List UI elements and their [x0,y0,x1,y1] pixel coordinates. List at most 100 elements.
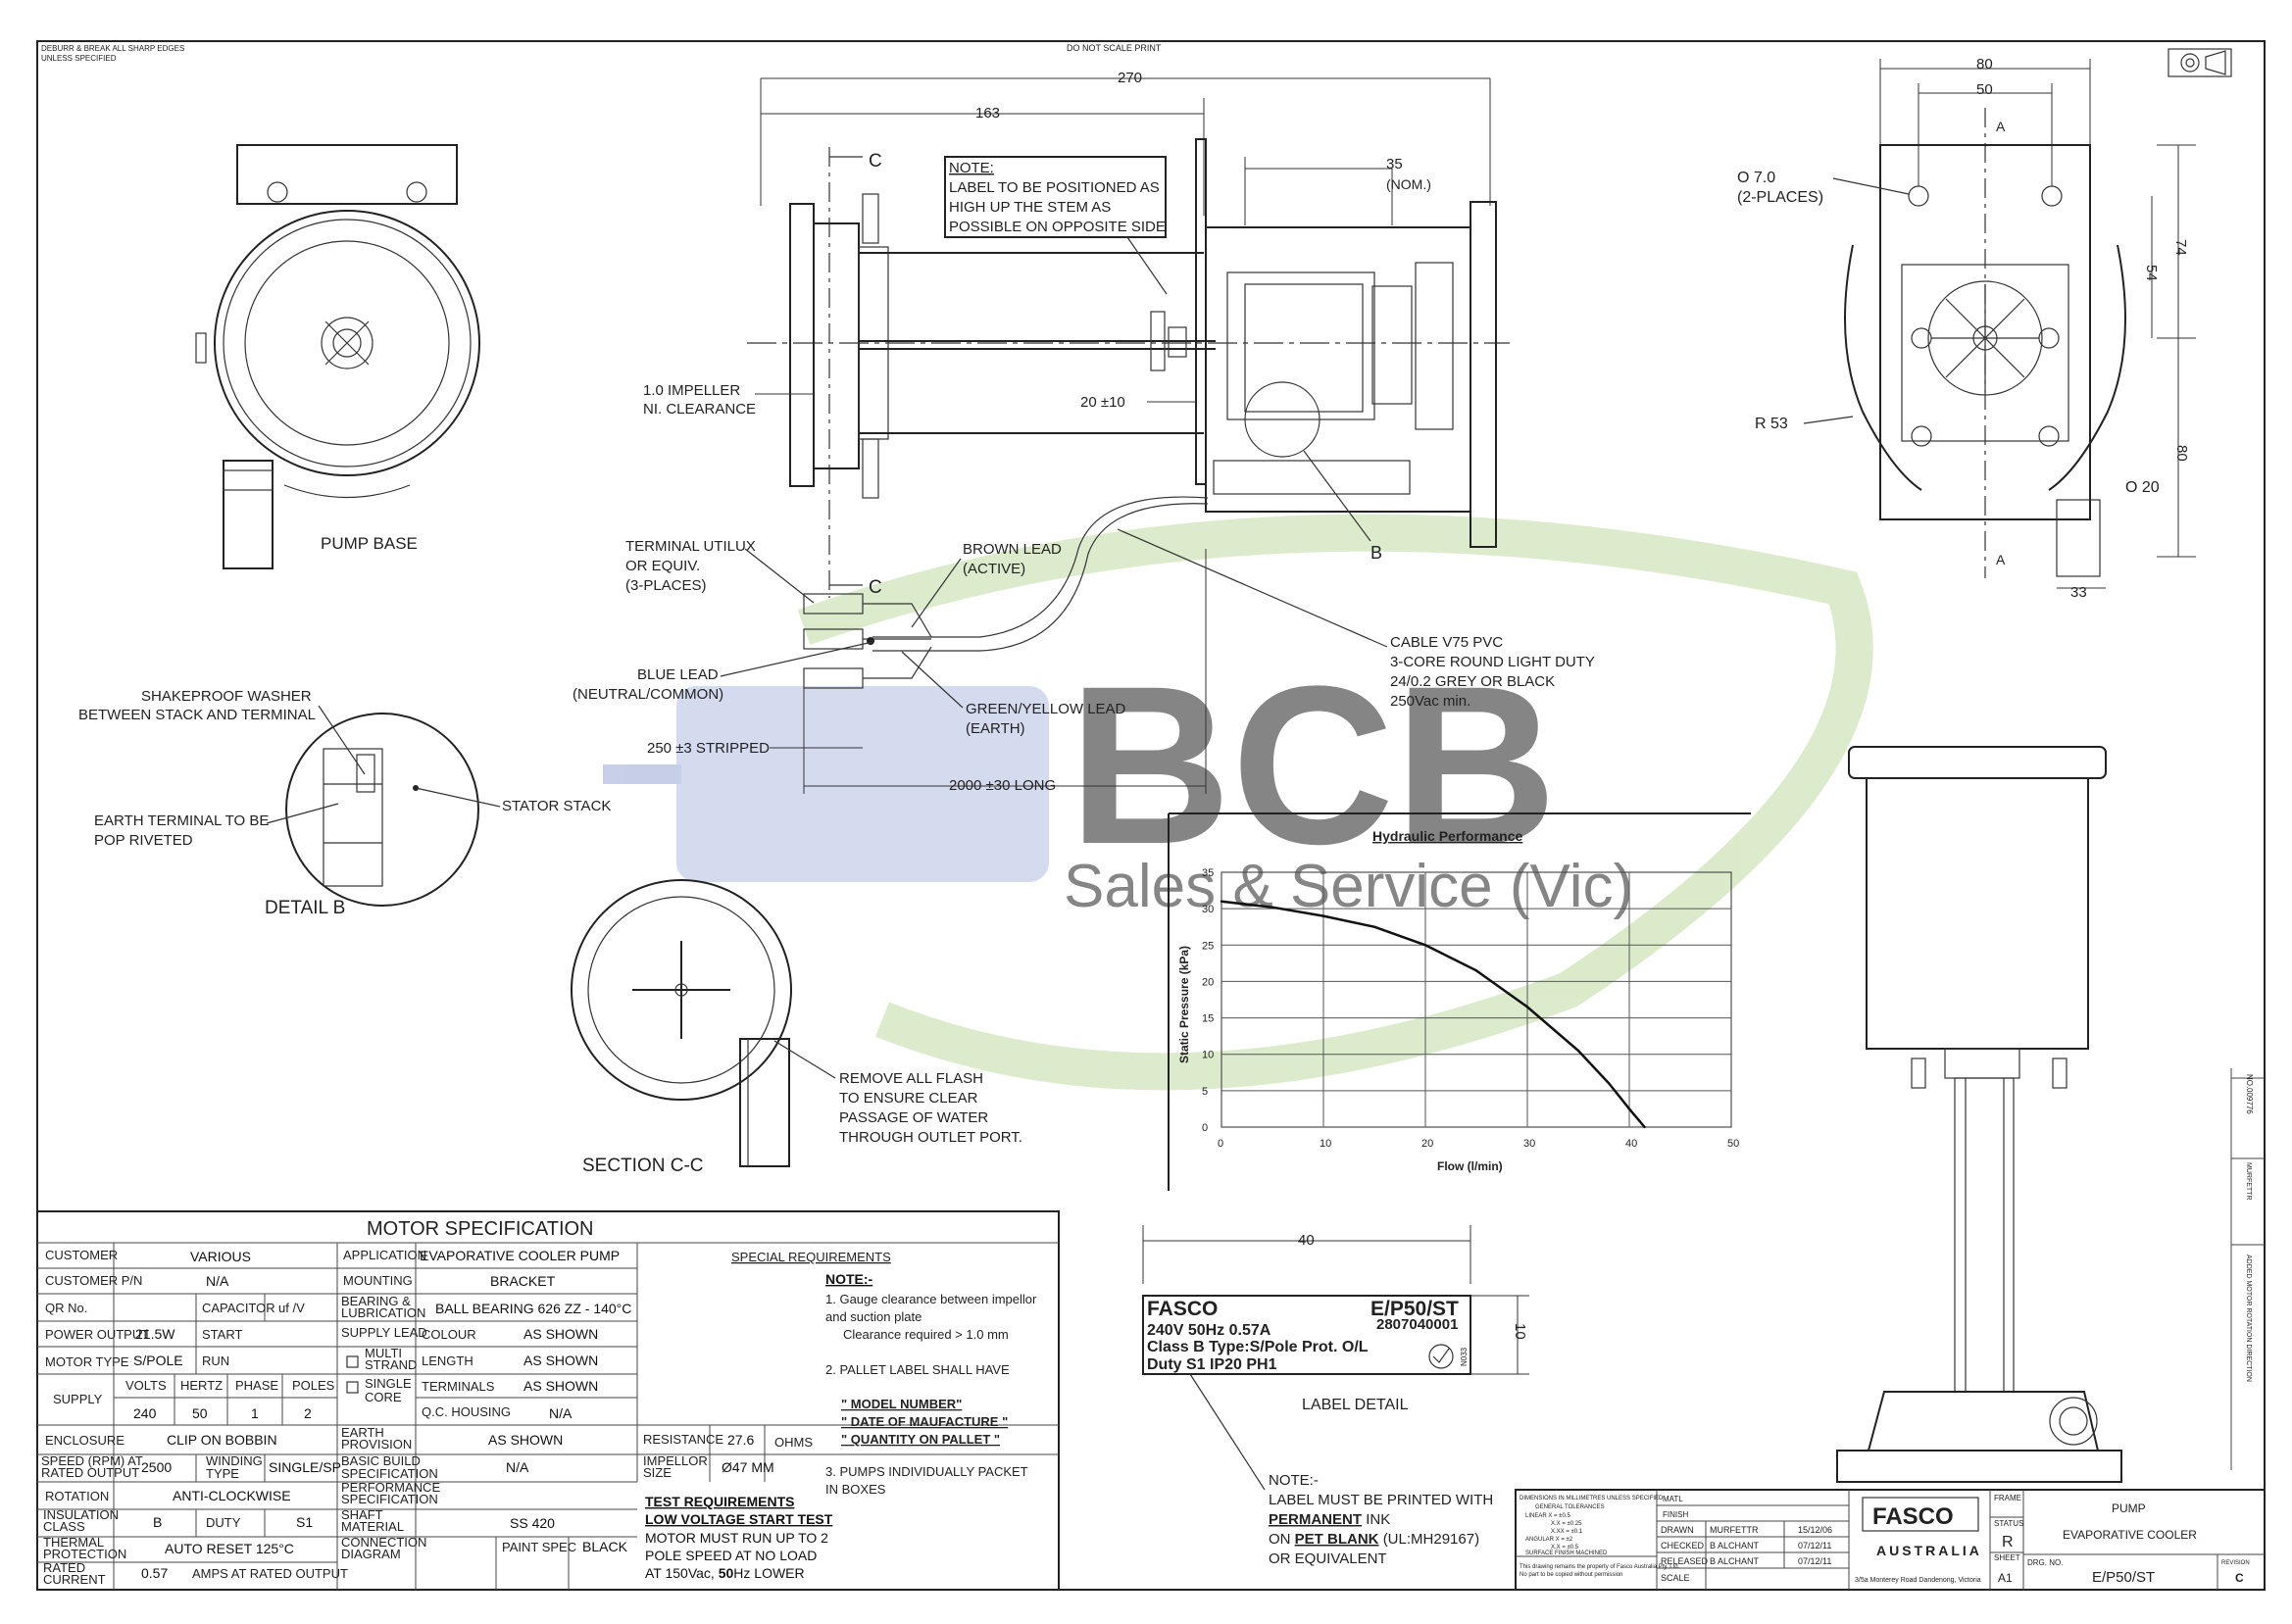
spec-single-2: CORE [365,1390,402,1404]
chart-point [1321,914,1325,917]
special-2: 2. PALLET LABEL SHALL HAVE [825,1362,1010,1377]
chart-x-label: Flow (l/min) [1437,1159,1503,1173]
spec-impeller-size-value: Ø47 MM [722,1459,774,1475]
special-3a: 3. PUMPS INDIVIDUALLY PACKET [825,1464,1028,1479]
spec-impeller-size-1: IMPELLOR [643,1453,708,1468]
spec-customer: CUSTOMER [45,1248,118,1262]
spec-customer-value: VARIOUS [190,1249,251,1264]
chart-curve-line [1221,900,1646,1128]
hole-places: (2-PLACES) [1737,189,1823,206]
spec-rated-1: RATED [43,1560,85,1575]
test-line-3a: AT 150Vac, [645,1565,715,1581]
spec-insulation-value: B [153,1514,162,1530]
chart-point [1423,944,1427,947]
spec-insulation-1: INSULATION [43,1507,119,1522]
spec-hertz: HERTZ [180,1378,223,1393]
spec-volts: VOLTS [125,1378,167,1393]
tb-matl: MATL [1663,1495,1683,1503]
tb-dwg: DRG. NO. [2027,1558,2063,1567]
special-3b: IN BOXES [825,1482,886,1497]
label-note-4: OR EQUIVALENT [1269,1550,1387,1567]
spec-shaft-2: MATERIAL [341,1519,404,1534]
sheet-border [36,40,2266,1591]
front-view: 80 50 A A O 7.0 (2-PLACES) 74 54 80 R 53… [1737,56,2196,601]
shakeproof-label-1: SHAKEPROOF WASHER [141,688,312,705]
spec-supply-lead: SUPPLY LEAD [341,1325,427,1340]
special-1a: 1. Gauge clearance between impellor [825,1292,1037,1306]
spec-start: START [202,1327,242,1342]
chart-y-tick-label: 5 [1202,1086,1208,1098]
spec-perf-2: SPECIFICATION [341,1492,438,1506]
test-title: TEST REQUIREMENTS [645,1494,794,1509]
cable-label-3: 24/0.2 GREY OR BLACK [1390,673,1555,690]
dim-270: 270 [1118,70,1142,86]
chart-y-tick-label: 15 [1202,1013,1214,1025]
test-line-3c: Hz LOWER [733,1565,804,1581]
spec-paint: PAINT SPEC [502,1540,576,1554]
chart-point [1372,925,1376,928]
spec-enclosure-value: CLIP ON BOBBIN [167,1432,277,1448]
test-sub: LOW VOLTAGE START TEST [645,1511,833,1527]
spec-terminals: TERMINALS [422,1379,495,1394]
spec-power-value: 21.5W [135,1326,175,1342]
label-detail: 40 10 FASCO E/P50/ST 240V 50Hz 0.57A 280… [1142,1225,1529,1567]
flash-note-3: PASSAGE OF WATER [839,1109,988,1126]
spec-application: APPLICATION [343,1248,426,1262]
tb-checked-date: 07/12/11 [1798,1541,1831,1550]
spec-enclosure: ENCLOSURE [45,1433,125,1448]
tb-title-1: PUMP [2112,1501,2146,1515]
motor-spec-table: MOTOR SPECIFICATION [36,1210,1060,1591]
tol-2: GENERAL TOLERANCES [1535,1504,1605,1510]
spec-run: RUN [202,1353,229,1368]
dim-163: 163 [975,105,1000,122]
tol-5: X.XX = ±0.1 [1551,1529,1583,1535]
spec-shaft-1: SHAFT [341,1507,383,1522]
tb-released-by: B ALCHANT [1710,1556,1760,1566]
spec-earth-prov-1: EARTH [341,1425,384,1440]
test-line-3b: 50 [719,1565,734,1581]
tb-drawn-by: MURFETTR [1710,1525,1759,1535]
spec-mounting: MOUNTING [343,1273,413,1288]
earth-terminal-label-1: EARTH TERMINAL TO BE [94,812,269,829]
spec-ohms: OHMS [774,1435,813,1450]
chart-x-tick-label: 0 [1218,1138,1223,1150]
spec-conn-1: CONNECTION [341,1535,426,1550]
spec-multi-2: STRAND [365,1357,417,1372]
test-line-3: AT 150Vac, 50Hz LOWER [645,1565,805,1581]
spec-application-value: EVAPORATIVE COOLER PUMP [420,1248,620,1263]
label-brand: FASCO [1147,1298,1218,1320]
tb-rev-value: C [2235,1571,2244,1585]
note-line-1: LABEL TO BE POSITIONED AS [949,179,1160,196]
spec-mounting-value: BRACKET [490,1273,556,1289]
chart-title: Hydraulic Performance [1372,828,1522,844]
brown-lead-label: BROWN LEAD [963,541,1062,558]
spec-shaft-value: SS 420 [510,1515,555,1531]
stator-label: STATOR STACK [502,798,611,814]
radius-53: R 53 [1755,416,1788,432]
chart-y-tick-label: 0 [1202,1122,1208,1134]
dim-80-top: 80 [1976,56,1993,73]
spec-insulation-2: CLASS [43,1519,85,1534]
rev-description: ADDED MOTOR ROTATION DIRECTION [2245,1255,2252,1382]
tb-status: STATUS [1994,1519,2023,1528]
spec-customer-pn-value: N/A [206,1273,229,1289]
spec-impeller-size-2: SIZE [643,1465,672,1480]
spec-bearing-value: BALL BEARING 626 ZZ - 140°C [435,1301,631,1316]
spec-colour-value: AS SHOWN [523,1326,598,1342]
tb-checked-by: B ALCHANT [1710,1541,1760,1550]
dim-50-top: 50 [1976,81,1993,98]
lead-wiring: TERMINAL UTILUX OR EQUIV. (3-PLACES) BRO… [573,496,1595,794]
chart-points [1220,900,1646,1129]
spec-power: POWER OUTPUT [45,1327,149,1342]
label-line-1: 240V 50Hz 0.57A [1147,1322,1271,1339]
projection-symbol-icon [2167,48,2232,77]
deburr-note: DEBURR & BREAK ALL SHARP EDGES [41,44,184,53]
spec-perf-1: PERFORMANCE [341,1480,440,1495]
chart-y-tick-label: 10 [1202,1050,1214,1061]
tb-title-2: EVAPORATIVE COOLER [2063,1528,2197,1542]
label-note-0: NOTE:- [1269,1472,1319,1489]
watermark-tagline: Sales & Service (Vic) [1064,853,1633,920]
spec-rotation: ROTATION [45,1489,109,1503]
side-elevation-view [1836,746,2122,1483]
